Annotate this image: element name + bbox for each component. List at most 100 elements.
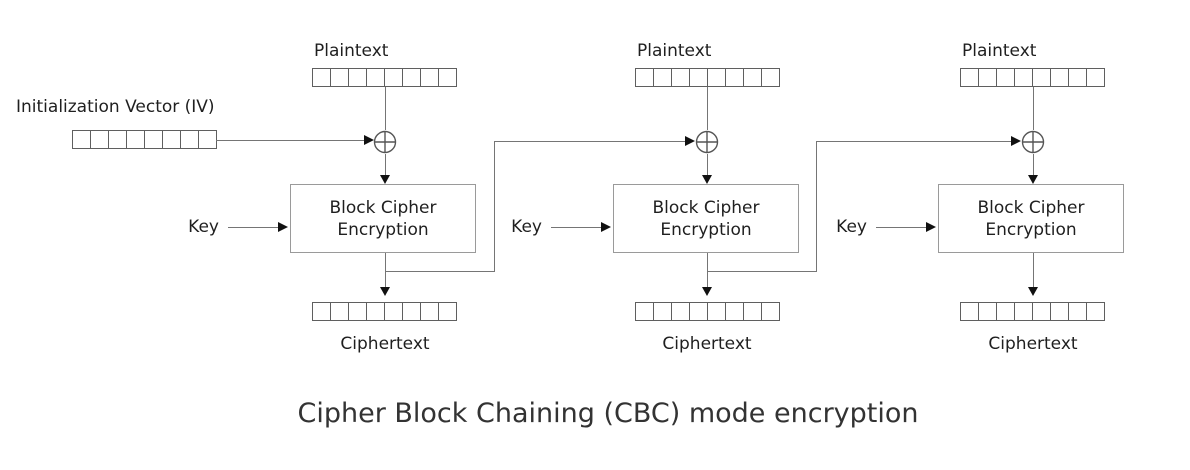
ciphertext-label: Ciphertext [340, 334, 430, 354]
xor-to-box-arrowhead-icon [702, 175, 712, 184]
box-output-line [1033, 253, 1034, 288]
xor-to-box-line [1033, 154, 1034, 175]
bit-cell [421, 69, 439, 86]
box-label-line2: Encryption [985, 219, 1077, 240]
bit-cell [1069, 69, 1087, 86]
box-output-line [385, 253, 386, 288]
bit-cell [331, 69, 349, 86]
bit-cell [313, 303, 331, 320]
bit-cell [690, 69, 708, 86]
feedback-across-line [816, 141, 1011, 142]
bit-cell [385, 303, 403, 320]
bit-cell [672, 69, 690, 86]
xor-to-box-line [385, 154, 386, 175]
bit-cell [636, 303, 654, 320]
bit-cell [331, 303, 349, 320]
key-label: Key [511, 217, 542, 237]
diagram-title: Cipher Block Chaining (CBC) mode encrypt… [297, 398, 919, 429]
box-output-line [707, 253, 708, 288]
bit-cell [367, 69, 385, 86]
ciphertext-bit-block [960, 302, 1105, 321]
bit-cell [654, 303, 672, 320]
bit-cell [403, 303, 421, 320]
bit-cell [1015, 69, 1033, 86]
key-label: Key [188, 217, 219, 237]
plaintext-bit-block [635, 68, 780, 87]
bit-cell [762, 69, 779, 86]
bit-cell [708, 303, 726, 320]
feedback-up-line [816, 141, 817, 272]
xor-to-box-arrowhead-icon [380, 175, 390, 184]
bit-cell [73, 131, 91, 148]
iv-to-xor-line [216, 140, 364, 141]
feedback-branch-line [707, 271, 817, 272]
bit-cell [1069, 303, 1087, 320]
ciphertext-bit-block [635, 302, 780, 321]
block-cipher-encryption-box: Block Cipher Encryption [613, 184, 799, 253]
bit-cell [744, 69, 762, 86]
bit-cell [997, 69, 1015, 86]
key-arrowhead-icon [926, 222, 936, 232]
bit-cell [1015, 303, 1033, 320]
key-label: Key [836, 217, 867, 237]
iv-arrowhead-icon [364, 135, 374, 145]
box-label-line1: Block Cipher [652, 197, 760, 218]
bit-cell [109, 131, 127, 148]
bit-cell [654, 69, 672, 86]
bit-cell [199, 131, 216, 148]
bit-cell [672, 303, 690, 320]
plaintext-label: Plaintext [637, 41, 712, 61]
bit-cell [961, 303, 979, 320]
xor-to-box-line [707, 154, 708, 175]
feedback-branch-line [385, 271, 495, 272]
bit-cell [439, 303, 456, 320]
plaintext-to-xor-line [385, 87, 386, 130]
plaintext-label: Plaintext [314, 41, 389, 61]
plaintext-label: Plaintext [962, 41, 1037, 61]
bit-cell [762, 303, 779, 320]
key-line [876, 227, 926, 228]
plaintext-to-xor-line [707, 87, 708, 130]
bit-cell [979, 303, 997, 320]
feedback-arrowhead-icon [685, 136, 695, 146]
plaintext-to-xor-line [1033, 87, 1034, 130]
bit-cell [744, 303, 762, 320]
bit-cell [403, 69, 421, 86]
key-line [228, 227, 278, 228]
bit-cell [636, 69, 654, 86]
plaintext-bit-block [960, 68, 1105, 87]
bit-cell [439, 69, 456, 86]
bit-cell [1087, 303, 1104, 320]
bit-cell [979, 69, 997, 86]
key-arrowhead-icon [278, 222, 288, 232]
bit-cell [997, 303, 1015, 320]
key-arrowhead-icon [601, 222, 611, 232]
ciphertext-label: Ciphertext [988, 334, 1078, 354]
bit-cell [726, 303, 744, 320]
box-label-line2: Encryption [660, 219, 752, 240]
bit-cell [690, 303, 708, 320]
bit-cell [367, 303, 385, 320]
bit-cell [726, 69, 744, 86]
bit-cell [181, 131, 199, 148]
iv-bit-block [72, 130, 217, 149]
bit-cell [708, 69, 726, 86]
output-arrowhead-icon [1028, 287, 1038, 296]
xor-icon [373, 130, 397, 154]
bit-cell [385, 69, 403, 86]
key-line [551, 227, 601, 228]
ciphertext-label: Ciphertext [662, 334, 752, 354]
block-cipher-encryption-box: Block Cipher Encryption [290, 184, 476, 253]
bit-cell [163, 131, 181, 148]
bit-cell [1051, 303, 1069, 320]
bit-cell [127, 131, 145, 148]
bit-cell [961, 69, 979, 86]
plaintext-bit-block [312, 68, 457, 87]
bit-cell [349, 303, 367, 320]
bit-cell [1033, 303, 1051, 320]
iv-label: Initialization Vector (IV) [16, 97, 215, 117]
bit-cell [313, 69, 331, 86]
box-label-line1: Block Cipher [977, 197, 1085, 218]
feedback-up-line [494, 141, 495, 272]
